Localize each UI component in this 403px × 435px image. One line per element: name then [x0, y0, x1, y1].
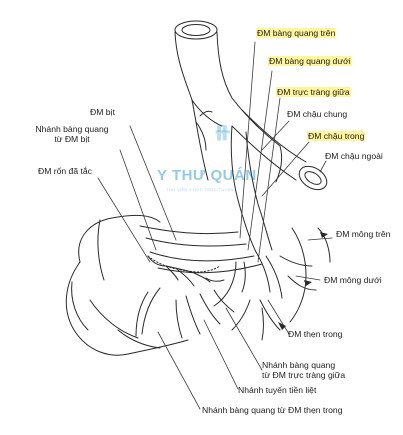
label-nhanh-bq-then: Nhánh bàng quang từ ĐM thẹn trong: [202, 405, 342, 415]
label-nhanh-bq-ttg-2: từ ĐM trực tràng giữa: [262, 370, 345, 380]
label-ron-da-tac: ĐM rốn đã tắc: [38, 166, 92, 176]
arrowheads: [278, 232, 328, 330]
label-tuyen-tien-liet: Nhánh tuyến tiền liệt: [238, 385, 316, 395]
label-truc-trang-giua: ĐM trực tràng giữa: [276, 87, 351, 97]
label-mong-duoi: ĐM mông dưới: [324, 275, 382, 285]
label-then-trong: ĐM thẹn trong: [288, 329, 342, 339]
bladder-outline: [66, 215, 188, 355]
label-bit: ĐM bịt: [90, 107, 115, 117]
leader-lines: [98, 42, 332, 409]
arterial-branches: [136, 226, 282, 340]
label-chau-ngoai: ĐM chậu ngoài: [325, 151, 383, 161]
pelvic-wall: [260, 228, 330, 330]
label-bang-quang-tren: ĐM bàng quang trên: [256, 28, 336, 38]
label-nhanh-bq-bit-1: Nhánh bàng quang: [22, 124, 122, 134]
label-bang-quang-duoi: ĐM bàng quang dưới: [268, 56, 352, 66]
label-mong-tren: ĐM mông trên: [336, 229, 390, 239]
label-chau-chung: ĐM chậu chung: [287, 109, 347, 119]
label-chau-trong: ĐM chậu trong: [307, 131, 365, 141]
label-nhanh-bq-ttg-1: Nhánh bàng quang: [262, 360, 335, 370]
label-nhanh-bq-bit-2: từ ĐM bịt: [22, 134, 122, 144]
internal-iliac-artery: [196, 111, 272, 252]
